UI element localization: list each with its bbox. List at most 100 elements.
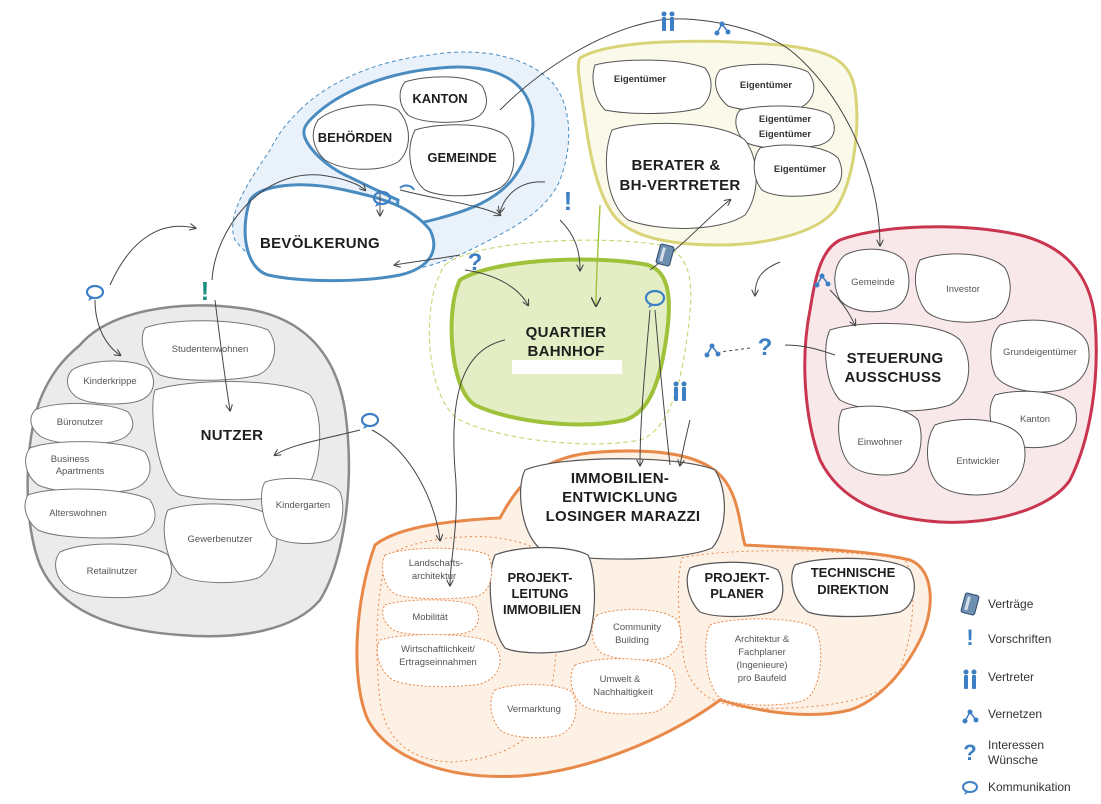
legend-label-vernetzen: Vernetzen: [988, 707, 1042, 721]
label-nutzer: NUTZER: [201, 427, 264, 444]
legend-label-interessen-2: Wünsche: [988, 753, 1038, 767]
arrow-18: [275, 429, 361, 455]
landschaft-1: Landschafts-: [409, 558, 463, 569]
exclamation-icon: !: [966, 625, 973, 650]
eigentuemer-cluster: Eigentümer Eigentümer Eigentümer Eigentü…: [576, 39, 859, 247]
steuerung-entwickler: Entwickler: [956, 456, 999, 467]
steuerung-investor: Investor: [946, 284, 980, 295]
arrow-11: [499, 18, 880, 245]
legend: Verträge ! Vorschriften Vertreter Vernet…: [960, 592, 1071, 795]
immo-title-1: IMMOBILIEN-: [571, 470, 669, 487]
speech-bubble-icon: [360, 412, 380, 429]
architektur-2: Fachplaner: [738, 647, 786, 658]
nutzer-retailnutzer: Retailnutzer: [87, 566, 138, 577]
wirtschaft-2: Ertragseinnahmen: [399, 657, 477, 668]
arrow-7: [500, 181, 546, 212]
label-berater-2: BH-VERTRETER: [619, 177, 740, 194]
projektleitung-3: IMMOBILIEN: [503, 602, 581, 617]
speech-bubble-icon: [372, 190, 392, 207]
arrow-15: [640, 309, 651, 465]
legend-label-kommunikation: Kommunikation: [988, 780, 1071, 794]
speech-bubble-icon: [85, 284, 105, 301]
connection-arrows: [94, 18, 880, 585]
people-icon: [661, 11, 675, 31]
label-bevoelkerung: BEVÖLKERUNG: [260, 235, 380, 252]
nutzer-studentenwohnen: Studentenwohnen: [172, 344, 249, 355]
label-kanton: KANTON: [412, 91, 467, 106]
arrow-16: [654, 309, 671, 466]
legend-vernetzen: Vernetzen: [962, 707, 1042, 724]
question-icon: ?: [963, 740, 976, 765]
umwelt-2: Nachhaltigkeit: [593, 687, 653, 698]
vermarktung: Vermarktung: [507, 704, 561, 715]
arrow-8: [395, 254, 461, 265]
landschaft-2: architektur: [412, 571, 456, 582]
immo-title-2: ENTWICKLUNG: [562, 489, 678, 506]
legend-label-interessen-1: Interessen: [988, 738, 1044, 752]
network-icon: [714, 21, 731, 36]
nutzer-kindergarten: Kindergarten: [276, 500, 330, 511]
owner-5: Eigentümer: [774, 164, 827, 175]
speech-bubble-icon: [962, 781, 978, 795]
community-2: Building: [615, 635, 649, 646]
projektleitung-2: LEITUNG: [511, 586, 568, 601]
legend-interessen: ? Interessen Wünsche: [963, 738, 1044, 767]
steuerung-grundeigentuemer: Grundeigentümer: [1003, 347, 1077, 358]
legend-label-vorschriften: Vorschriften: [988, 632, 1051, 646]
nutzer-bueronutzer: Büronutzer: [57, 417, 103, 428]
network-icon: [704, 343, 721, 358]
label-behoerden: BEHÖRDEN: [318, 130, 392, 145]
wirtschaft-1: Wirtschaftlichkeit/: [401, 644, 475, 655]
people-icon: [673, 381, 687, 401]
arrow-9: [464, 269, 528, 305]
contract-book-icon: [655, 243, 675, 267]
floating-icons: ! ! ? ?: [85, 11, 831, 429]
arrow-1: [109, 226, 195, 286]
question-icon: ?: [758, 334, 773, 361]
owner-4: Eigentümer: [759, 129, 812, 140]
owner-1: Eigentümer: [614, 74, 667, 85]
arrow-23: [719, 347, 751, 353]
question-icon: ?: [468, 249, 483, 276]
arrow-22: [784, 344, 836, 356]
arrow-17: [680, 419, 691, 465]
quartier-placeholder: [512, 360, 622, 374]
speech-bubble-icon: [399, 184, 415, 191]
exclamation-icon: !: [201, 276, 210, 306]
legend-label-vertreter: Vertreter: [988, 670, 1034, 684]
umwelt-1: Umwelt &: [600, 674, 641, 685]
community-1: Community: [613, 622, 661, 633]
arrow-20: [755, 261, 781, 295]
immobilien-cluster: IMMOBILIEN- ENTWICKLUNG LOSINGER MARAZZI…: [355, 449, 932, 778]
behoerden-cluster: KANTON BEHÖRDEN GEMEINDE BEVÖLKERUNG: [232, 51, 570, 283]
label-quartier-1: QUARTIER: [526, 324, 607, 341]
network-icon: [962, 709, 979, 724]
technische-2: DIREKTION: [817, 582, 889, 597]
projektleitung-1: PROJEKT-: [507, 570, 572, 585]
technische-1: TECHNISCHE: [811, 565, 896, 580]
projektplaner-1: PROJEKT-: [704, 570, 769, 585]
nutzer-cluster: Studentenwohnen Kinderkrippe Büronutzer …: [24, 304, 351, 638]
nutzer-gewerbenutzer: Gewerbenutzer: [188, 534, 253, 545]
arrow-4: [211, 174, 365, 281]
label-steuerung-1: STEUERUNG: [847, 350, 944, 367]
arrow-3: [214, 299, 230, 410]
architektur-1: Architektur &: [735, 634, 790, 645]
legend-label-vertraege: Verträge: [988, 597, 1034, 611]
legend-kommunikation: Kommunikation: [962, 780, 1071, 795]
label-berater-1: BERATER &: [631, 157, 720, 174]
steuerung-kanton: Kanton: [1020, 414, 1050, 425]
owner-3: Eigentümer: [759, 114, 812, 125]
arrow-2: [94, 299, 120, 355]
legend-vorschriften: ! Vorschriften: [966, 625, 1051, 650]
nutzer-kinderkrippe: Kinderkrippe: [83, 376, 136, 387]
nutzer-apartments: Apartments: [56, 466, 105, 477]
legend-vertreter: Vertreter: [963, 669, 1034, 689]
steuerung-cluster: Gemeinde Investor Grundeigentümer Kanton…: [803, 225, 1098, 524]
immo-title-3: LOSINGER MARAZZI: [546, 508, 701, 525]
network-icon: [814, 273, 831, 288]
arrow-19: [371, 429, 440, 540]
label-steuerung-2: AUSSCHUSS: [845, 369, 942, 386]
arrow-14: [450, 339, 506, 585]
